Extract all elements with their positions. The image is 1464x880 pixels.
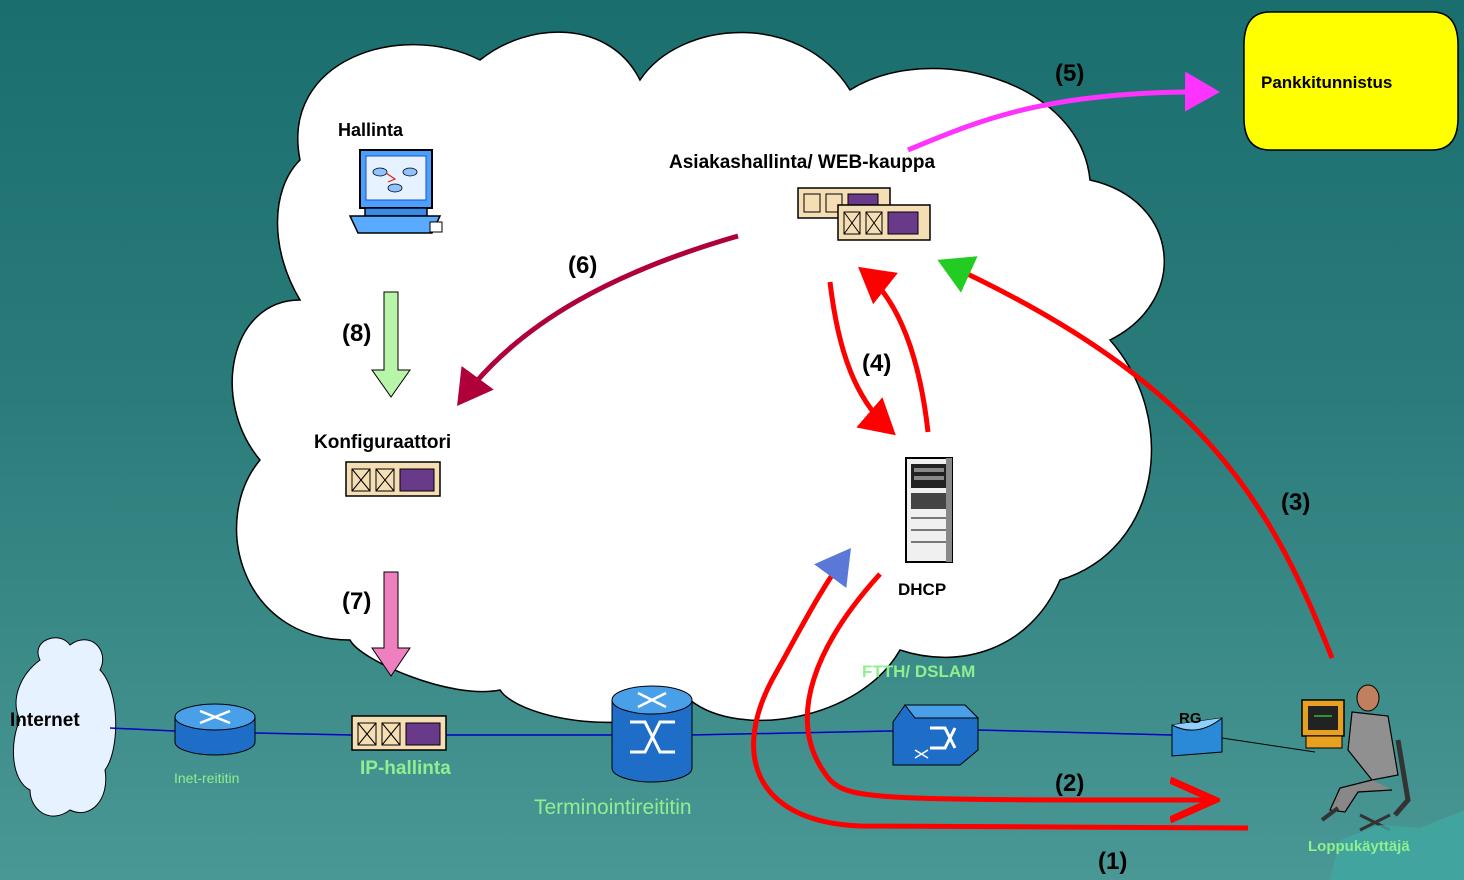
step-5-label: (5)	[1055, 60, 1085, 87]
step-4-label: (4)	[862, 350, 892, 377]
server-rack-icon	[345, 461, 441, 497]
bank-label: Pankkitunnistus	[1261, 73, 1393, 92]
flow-1-arrow	[751, 547, 1249, 831]
configurator-label: Konfiguraattori	[314, 432, 452, 453]
dhcp-tower-icon	[905, 457, 953, 563]
flow-5-arrow	[907, 71, 1220, 153]
step-8-label: (8)	[342, 320, 372, 347]
step-2-label: (2)	[1055, 770, 1085, 797]
corner-decoration	[1330, 810, 1464, 880]
end-user-label: Loppukäyttäjä	[1308, 838, 1410, 855]
flow-4-down-arrow	[827, 281, 896, 436]
flow-7-arrow	[371, 571, 411, 677]
bank-box	[1243, 11, 1459, 151]
end-user-icon	[1301, 684, 1411, 832]
residential-gateway-icon	[1171, 717, 1223, 757]
ip-mgmt-label: IP-hallinta	[360, 758, 451, 779]
term-router-label: Terminointireititin	[534, 796, 692, 819]
switch-router-icon	[611, 685, 693, 783]
step-6-label: (6)	[568, 252, 598, 279]
internet-label: Internet	[10, 710, 80, 731]
dslam-label: FTTH/ DSLAM	[862, 662, 976, 681]
rg-label: RG	[1179, 710, 1202, 727]
server-rack-icon	[351, 715, 447, 751]
step-7-label: (7)	[342, 588, 372, 615]
network-links	[109, 727, 1173, 736]
flow-4-up-arrow	[858, 266, 931, 433]
router-icon	[174, 703, 256, 756]
step-3-label: (3)	[1281, 489, 1311, 516]
flow-3-arrow	[937, 256, 1335, 659]
hallinta-label: Hallinta	[338, 120, 404, 140]
step-1-label: (1)	[1098, 848, 1128, 875]
inet-router-label: Inet-reititin	[174, 770, 240, 786]
flow-6-arrow	[457, 233, 739, 407]
management-pc-icon	[348, 149, 443, 234]
dhcp-label: DHCP	[898, 580, 947, 599]
server-rack-icon	[797, 187, 931, 241]
rg-user-link	[1221, 737, 1316, 753]
dslam-icon	[892, 704, 980, 766]
internet-cloud-icon	[12, 637, 117, 817]
flow-8-arrow	[371, 291, 411, 398]
flow-2-arrow	[804, 572, 1210, 800]
webshop-label: Asiakashallinta/ WEB-kauppa	[669, 152, 936, 173]
